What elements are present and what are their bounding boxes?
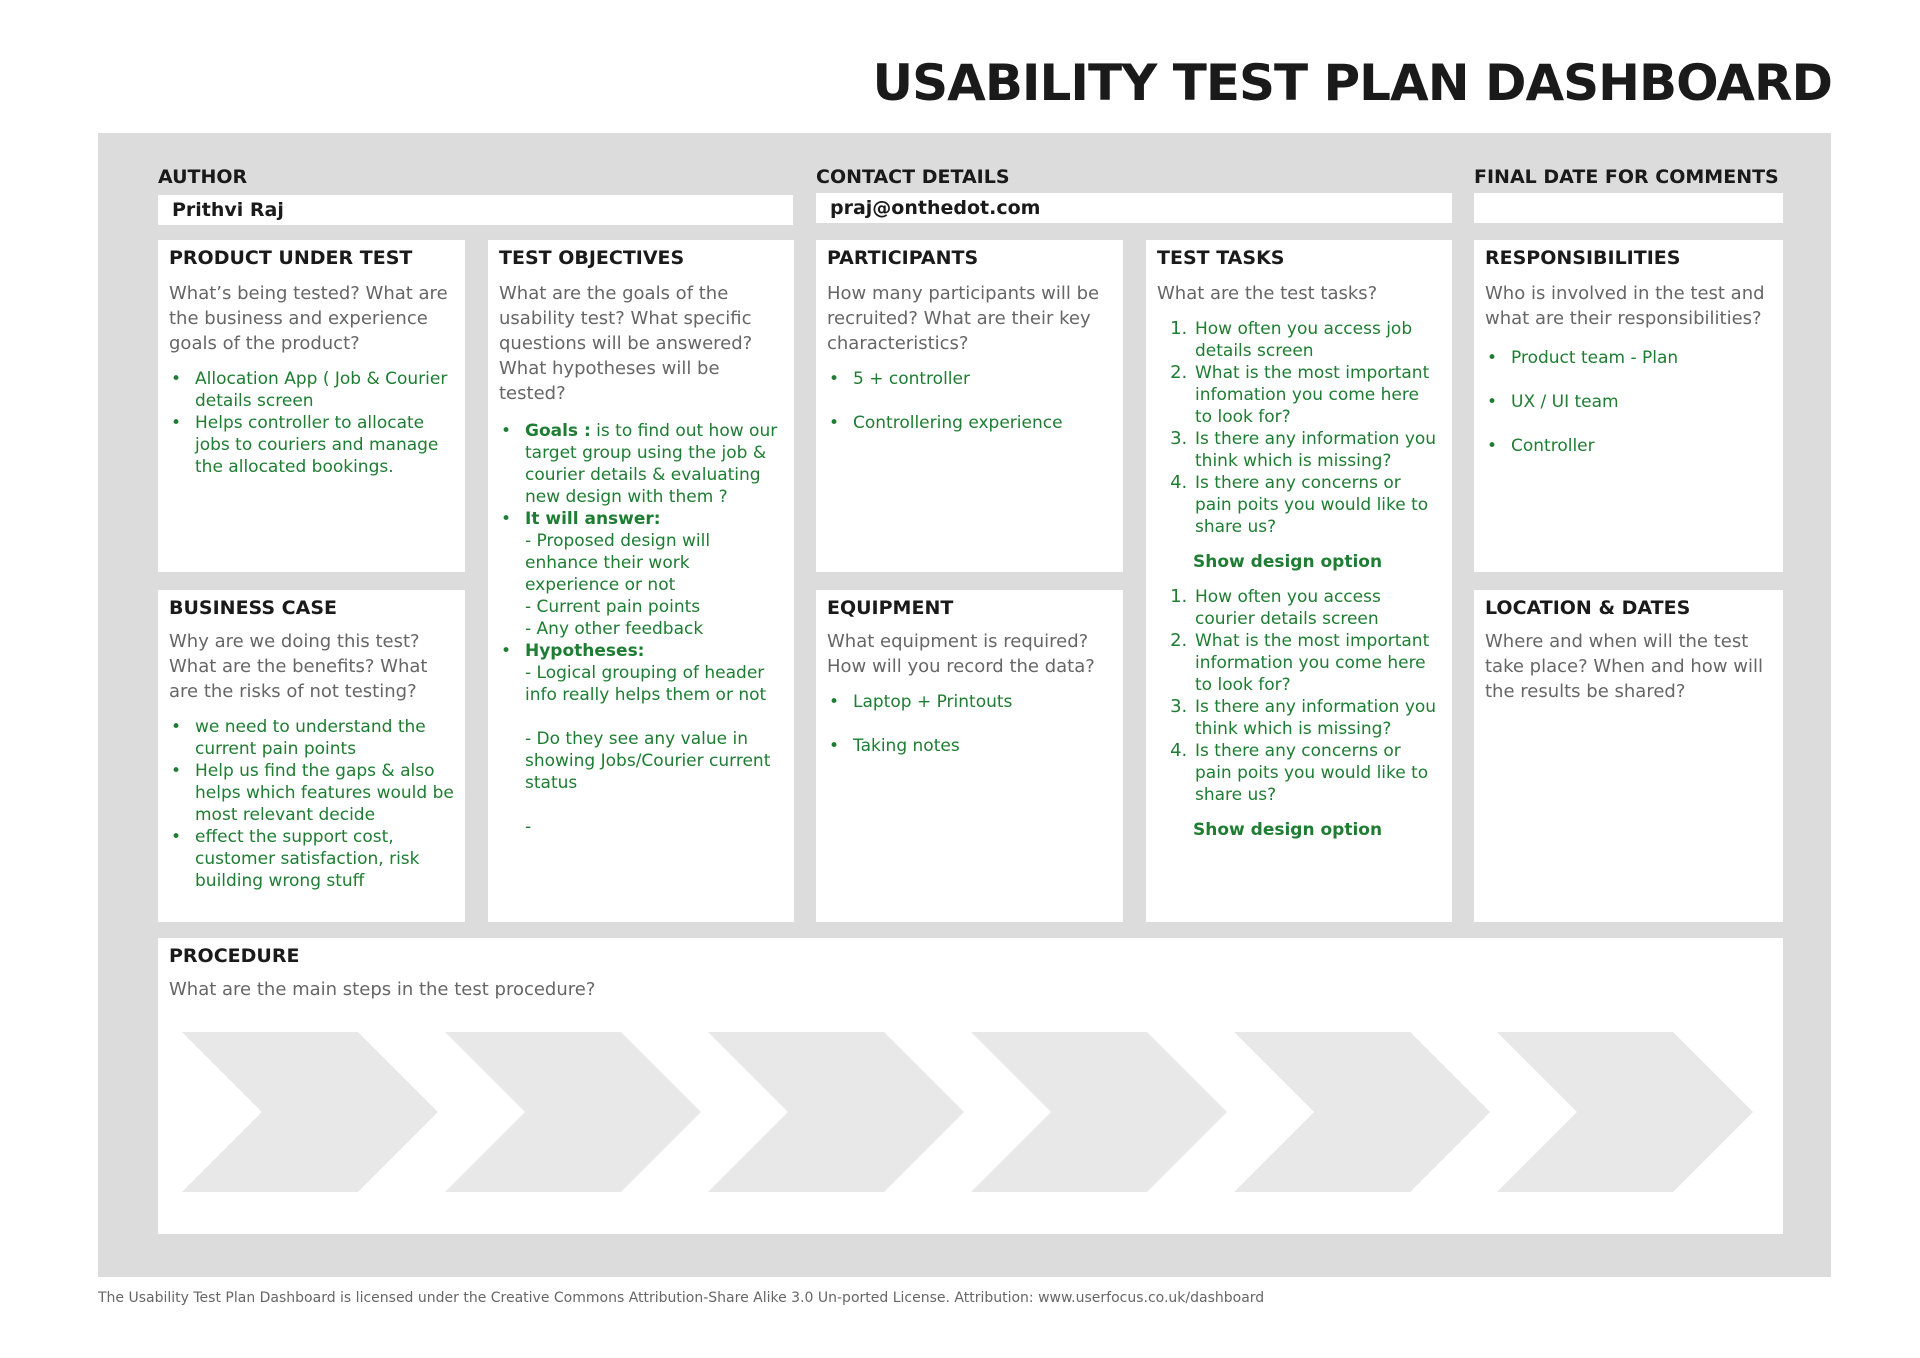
equipment-list: Laptop + Printouts Taking notes <box>827 691 1112 757</box>
task-list-job: How often you access job details screen … <box>1157 318 1441 538</box>
list-item: Laptop + Printouts <box>829 691 1112 713</box>
location-dates-desc: Where and when will the test take place?… <box>1485 631 1763 702</box>
product-panel: PRODUCT UNDER TEST What’s being tested? … <box>158 240 465 572</box>
list-item: Help us find the gaps & also helps which… <box>171 760 454 826</box>
test-objectives-panel: TEST OBJECTIVES What are the goals of th… <box>488 240 794 922</box>
list-item: UX / UI team <box>1487 391 1772 413</box>
hypotheses-label: Hypotheses: <box>525 641 645 661</box>
test-objectives-title: TEST OBJECTIVES <box>499 247 685 269</box>
procedure-step-5[interactable] <box>1234 1032 1490 1192</box>
task-item: Is there any information you think which… <box>1193 428 1441 472</box>
participants-panel: PARTICIPANTS How many participants will … <box>816 240 1123 572</box>
test-objectives-list: Goals : is to find out how our target gr… <box>499 420 783 838</box>
task-item: What is the most important information y… <box>1193 630 1441 696</box>
goals-label: Goals : <box>525 421 591 441</box>
final-date-label: FINAL DATE FOR COMMENTS <box>1474 166 1779 188</box>
list-item: Controller <box>1487 435 1772 457</box>
author-field[interactable]: Prithvi Raj <box>158 195 793 225</box>
business-case-list: we need to understand the current pain p… <box>169 716 454 892</box>
hypothesis-line: - <box>525 817 532 837</box>
responsibilities-title: RESPONSIBILITIES <box>1485 247 1681 269</box>
equipment-title: EQUIPMENT <box>827 597 954 619</box>
location-dates-title: LOCATION & DATES <box>1485 597 1691 619</box>
participants-list: 5 + controller Controllering experience <box>827 368 1112 434</box>
contact-field[interactable]: praj@onthedot.com <box>816 193 1452 223</box>
task-item: Is there any concerns or pain poits you … <box>1193 740 1441 806</box>
location-dates-panel: LOCATION & DATES Where and when will the… <box>1474 590 1783 922</box>
answer-line: - Any other feedback <box>525 619 704 639</box>
business-case-title: BUSINESS CASE <box>169 597 337 619</box>
task-item: What is the most important infomation yo… <box>1193 362 1441 428</box>
test-tasks-panel: TEST TASKS What are the test tasks? How … <box>1146 240 1452 922</box>
list-item: It will answer: - Proposed design will e… <box>501 508 783 640</box>
list-item: Controllering experience <box>829 412 1112 434</box>
responsibilities-list: Product team - Plan UX / UI team Control… <box>1485 347 1772 457</box>
list-item: Product team - Plan <box>1487 347 1772 369</box>
equipment-desc: What equipment is required? How will you… <box>827 631 1095 677</box>
task-item: How often you access job details screen <box>1193 318 1441 362</box>
final-date-field[interactable] <box>1474 193 1783 223</box>
answer-line: - Proposed design will enhance their wor… <box>525 531 711 595</box>
task-item: Is there any information you think which… <box>1193 696 1441 740</box>
task-item: How often you access courier details scr… <box>1193 586 1441 630</box>
procedure-step-3[interactable] <box>708 1032 964 1192</box>
equipment-panel: EQUIPMENT What equipment is required? Ho… <box>816 590 1123 922</box>
show-design-option-1[interactable]: Show design option <box>1193 552 1383 572</box>
list-item: Goals : is to find out how our target gr… <box>501 420 783 508</box>
show-design-option-2[interactable]: Show design option <box>1193 820 1383 840</box>
responsibilities-panel: RESPONSIBILITIES Who is involved in the … <box>1474 240 1783 572</box>
list-item: Hypotheses: - Logical grouping of header… <box>501 640 783 838</box>
hypothesis-line: - Do they see any value in showing Jobs/… <box>525 729 771 793</box>
hypothesis-line: - Logical grouping of header info really… <box>525 663 767 705</box>
procedure-desc: What are the main steps in the test proc… <box>169 979 596 1000</box>
responsibilities-desc: Who is involved in the test and what are… <box>1485 283 1765 329</box>
participants-desc: How many participants will be recruited?… <box>827 283 1100 354</box>
list-item: Allocation App ( Job & Courier details s… <box>171 368 454 412</box>
test-objectives-desc: What are the goals of the usability test… <box>499 283 753 404</box>
author-label: AUTHOR <box>158 166 248 188</box>
procedure-step-1[interactable] <box>182 1032 438 1192</box>
product-list: Allocation App ( Job & Courier details s… <box>169 368 454 478</box>
answer-line: - Current pain points <box>525 597 701 617</box>
list-item: effect the support cost, customer satisf… <box>171 826 454 892</box>
task-item: Is there any concerns or pain poits you … <box>1193 472 1441 538</box>
business-case-desc: Why are we doing this test? What are the… <box>169 631 428 702</box>
list-item: Helps controller to allocate jobs to cou… <box>171 412 454 478</box>
procedure-step-2[interactable] <box>445 1032 701 1192</box>
task-list-courier: How often you access courier details scr… <box>1157 586 1441 806</box>
page-title: USABILITY TEST PLAN DASHBOARD <box>872 54 1833 112</box>
product-desc: What’s being tested? What are the busine… <box>169 283 448 354</box>
test-tasks-title: TEST TASKS <box>1157 247 1285 269</box>
list-item: Taking notes <box>829 735 1112 757</box>
business-case-panel: BUSINESS CASE Why are we doing this test… <box>158 590 465 922</box>
procedure-step-4[interactable] <box>971 1032 1227 1192</box>
contact-label: CONTACT DETAILS <box>816 166 1010 188</box>
product-title: PRODUCT UNDER TEST <box>169 247 413 269</box>
procedure-step-6[interactable] <box>1497 1032 1753 1192</box>
goals-text: is to find out how our target group usin… <box>525 421 778 507</box>
answer-label: It will answer: <box>525 509 661 529</box>
procedure-title: PROCEDURE <box>169 945 300 967</box>
license-footer: The Usability Test Plan Dashboard is lic… <box>98 1290 1265 1306</box>
list-item: we need to understand the current pain p… <box>171 716 454 760</box>
test-tasks-desc: What are the test tasks? <box>1157 283 1378 304</box>
participants-title: PARTICIPANTS <box>827 247 979 269</box>
list-item: 5 + controller <box>829 368 1112 390</box>
